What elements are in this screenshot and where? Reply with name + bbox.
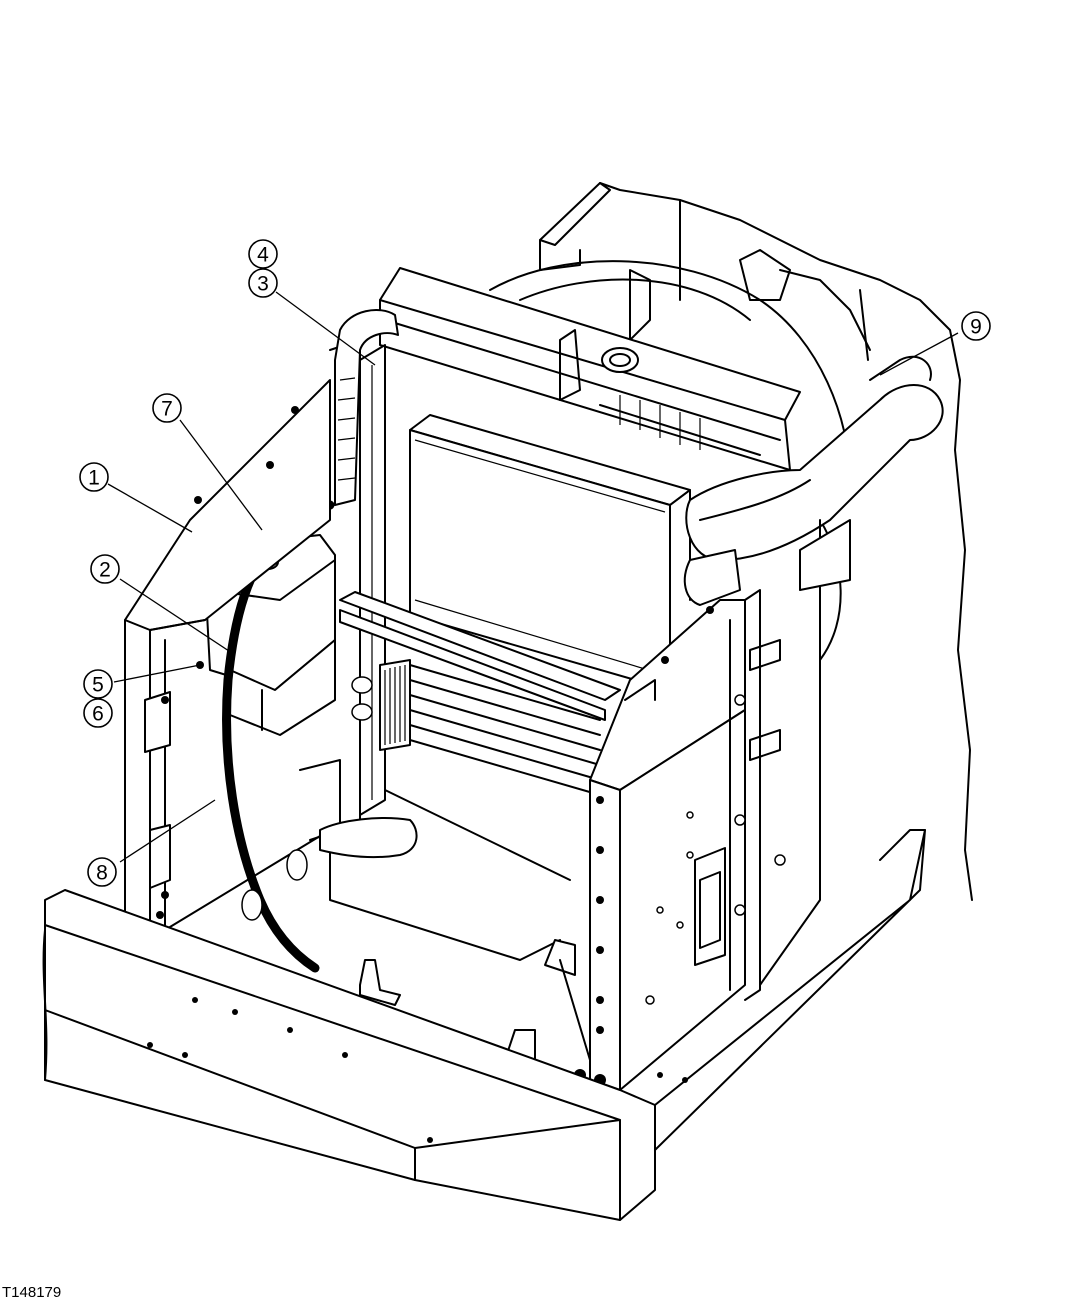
figure-id-label: T148179 <box>2 1284 62 1301</box>
radiator-top-tank <box>379 267 801 471</box>
callout-6-number: 6 <box>92 703 104 726</box>
callout-leaders <box>107 291 959 863</box>
callout-8-number: 8 <box>96 862 108 885</box>
left-coolant-hose <box>334 309 399 506</box>
right-rear-post <box>729 519 851 1001</box>
callout-4-number: 4 <box>257 244 269 267</box>
callout-2: 2 <box>90 554 120 584</box>
callout-4: 4 <box>248 239 278 269</box>
callout-6: 6 <box>83 698 113 728</box>
callout-3-number: 3 <box>257 273 269 296</box>
rear-frame-outline <box>539 182 973 901</box>
callout-7-number: 7 <box>161 398 173 421</box>
callout-1-number: 1 <box>88 467 100 490</box>
callout-1: 1 <box>79 462 109 492</box>
oil-cooler <box>339 591 621 881</box>
callout-9-number: 9 <box>970 316 982 339</box>
callout-8: 8 <box>87 857 117 887</box>
left-side-panel <box>124 379 331 936</box>
right-front-post <box>574 599 746 1091</box>
callout-5: 5 <box>83 669 113 699</box>
callout-9: 9 <box>961 311 991 341</box>
upper-radiator-hose <box>683 355 944 606</box>
callout-3: 3 <box>248 268 278 298</box>
front-frame-rail <box>42 829 926 1221</box>
callout-2-number: 2 <box>99 559 111 582</box>
callout-7: 7 <box>152 393 182 423</box>
callout-5-number: 5 <box>92 674 104 697</box>
radiator-core <box>409 414 691 691</box>
